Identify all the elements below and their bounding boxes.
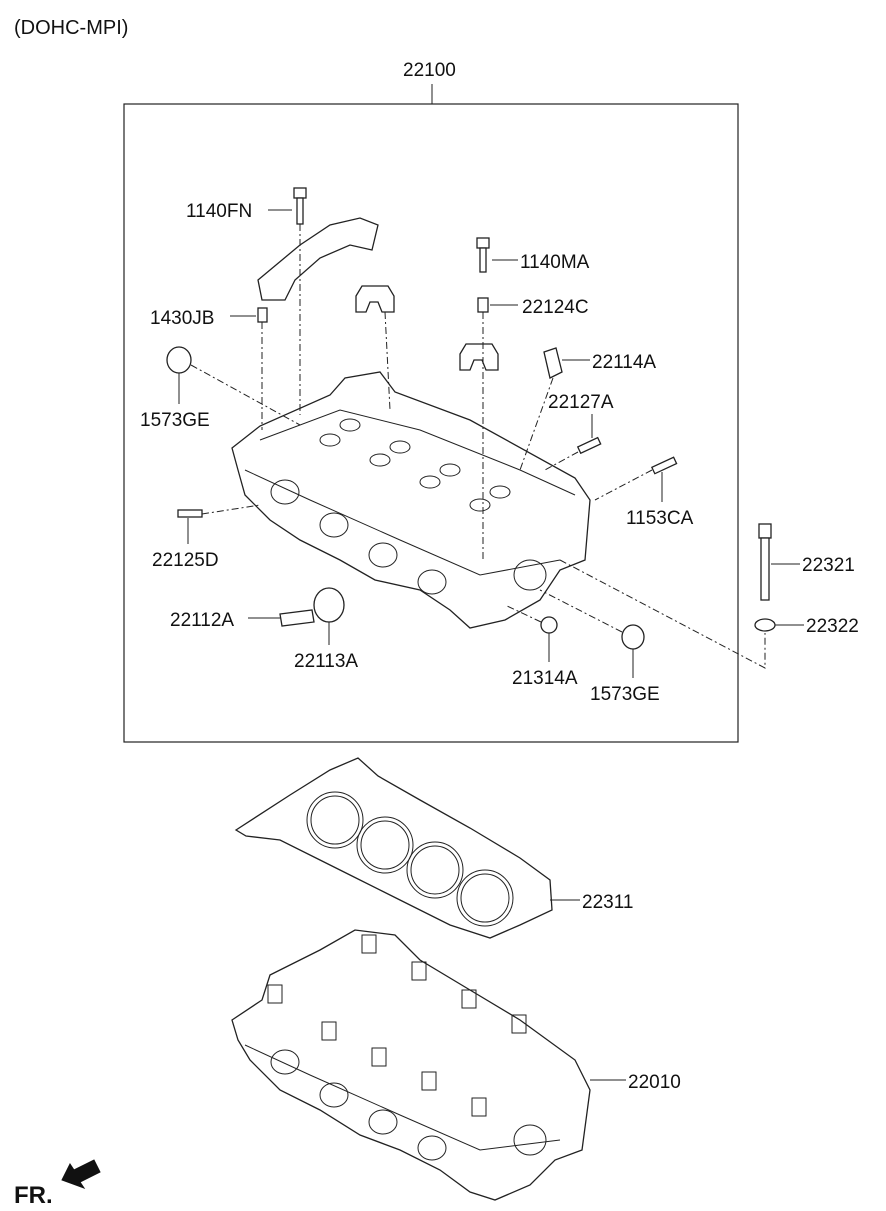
front-direction-label: FR. [14, 1182, 53, 1209]
front-arrow-icon [61, 1159, 101, 1189]
label-22114a[interactable]: 22114A [592, 352, 656, 373]
label-1140fn[interactable]: 1140FN [186, 201, 252, 222]
label-22112a[interactable]: 22112A [170, 610, 234, 631]
label-22124c[interactable]: 22124C [522, 297, 589, 318]
guide-1573ge-top [190, 364, 301, 426]
label-1430jb[interactable]: 1430JB [150, 308, 214, 329]
guide-1153ca [594, 469, 653, 501]
plug-1573ge-top [166, 346, 192, 374]
cylinder-head-drawing [231, 371, 591, 629]
stud-22125d [177, 509, 203, 518]
label-22311[interactable]: 22311 [582, 892, 633, 913]
stud-1153ca [650, 456, 678, 475]
label-22010[interactable]: 22010 [628, 1072, 681, 1093]
cam-cap-right [459, 343, 499, 371]
assembly-number[interactable]: 22100 [403, 60, 456, 81]
bolt-22321 [758, 523, 772, 601]
cylinder-head-assembly-drawing [231, 929, 591, 1201]
stud-22127a [576, 436, 602, 455]
guide-22125d [201, 504, 261, 515]
seal-22113a [313, 587, 345, 623]
label-22127a[interactable]: 22127A [548, 392, 614, 413]
guide-cap-left [384, 311, 391, 411]
label-22125d[interactable]: 22125D [152, 550, 219, 571]
sleeve-22114a [543, 347, 563, 379]
guide-22114a [519, 377, 554, 471]
label-1153ca[interactable]: 1153CA [626, 508, 694, 529]
label-1573ge-bottom[interactable]: 1573GE [590, 684, 660, 705]
label-1140ma[interactable]: 1140MA [520, 252, 590, 273]
guide-22322 [559, 559, 766, 669]
washer-22322 [754, 618, 776, 632]
label-21314a[interactable]: 21314A [512, 668, 578, 689]
camshaft-bracket [257, 217, 379, 301]
label-22322[interactable]: 22322 [806, 616, 859, 637]
label-1573ge-top[interactable]: 1573GE [140, 410, 210, 431]
pin-1430jb [257, 307, 268, 323]
plug-1573ge-bottom [621, 624, 645, 650]
guide-1573ge-bottom [539, 589, 623, 633]
cam-cap-left [355, 285, 395, 313]
guide-21314a [504, 604, 542, 623]
dowel-22124c [477, 297, 489, 313]
head-gasket-drawing [234, 757, 553, 939]
bolt-1140ma [476, 237, 490, 273]
label-22113a[interactable]: 22113A [294, 651, 358, 672]
guide-22127a [544, 451, 579, 471]
gasket-22112a [279, 609, 315, 627]
seal-21314a [540, 616, 558, 634]
variant-title: (DOHC-MPI) [14, 17, 128, 39]
bolt-1140fn [293, 187, 307, 225]
label-22321[interactable]: 22321 [802, 555, 855, 576]
assembly-box [123, 103, 739, 743]
